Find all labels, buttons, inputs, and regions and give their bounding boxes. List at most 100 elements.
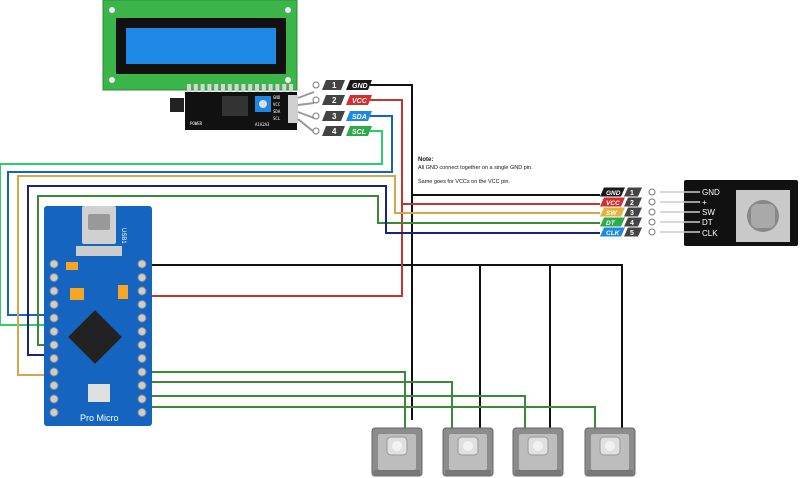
header-pin (200, 84, 205, 96)
header-pin (268, 84, 273, 96)
smd-component (70, 288, 84, 300)
usb-shield (76, 246, 122, 256)
lcd-pin-label: GND (352, 83, 368, 90)
header-hole (49, 273, 59, 282)
encoder-pin-number: 5 (630, 230, 634, 237)
lcd-pin-stubs (297, 91, 315, 133)
header-hole (137, 381, 147, 390)
i2c-pin-label: VCC (273, 102, 281, 107)
smd-component (118, 285, 128, 299)
pin-num-box (624, 207, 642, 217)
encoder-label: SW (702, 208, 715, 217)
wire-vcc-lcd (148, 99, 403, 297)
lcd-pin-label: VCC (352, 98, 368, 105)
header-hole (49, 394, 59, 404)
pin-circle (648, 188, 656, 196)
pin-label-box (600, 227, 625, 237)
header-pin (214, 84, 219, 96)
header-hole (137, 273, 147, 282)
pin-label-box (346, 111, 372, 121)
i2c-pin-label: SCL (273, 116, 281, 121)
crystal (88, 384, 110, 402)
header-hole (137, 367, 147, 377)
i2c-pin-label: GND (273, 95, 281, 100)
header-hole (137, 394, 147, 404)
header-pin (275, 84, 280, 96)
lcd-screen (126, 28, 276, 64)
note-block: Note: All GND connect together on a sing… (418, 157, 533, 185)
header-pin (187, 84, 191, 96)
header-hole (49, 327, 59, 336)
note-line-2: Same goes for VCCs on the VCC pin. (418, 179, 510, 185)
pin-label-box (600, 217, 625, 227)
usb-label: USB1 (120, 228, 126, 244)
header-hole (49, 367, 59, 377)
pro-micro-board: USB1 Pro Micro (44, 206, 152, 426)
lcd-pin-label: SCL (352, 129, 366, 136)
pin-num-box (624, 187, 642, 197)
tactile-button (512, 427, 564, 477)
wire-gnd-promicro (148, 264, 623, 440)
header-pin (282, 84, 287, 96)
smd-component (66, 262, 78, 270)
header-pin (221, 84, 225, 96)
pin-num-box (624, 197, 642, 207)
header-pin (255, 84, 259, 96)
header-pin (227, 84, 232, 96)
pin-label-box (600, 207, 625, 217)
pin-label-box (346, 80, 372, 90)
i2c-chip (222, 96, 248, 116)
wire-btn1 (148, 371, 406, 440)
i2c-addr-label: A1A2A3 (255, 122, 270, 127)
tactile-button (584, 427, 636, 477)
encoder-pin-label: VCC (606, 200, 620, 207)
header-pin (207, 84, 212, 96)
mcu-chip (68, 310, 122, 364)
pro-micro-label: Pro Micro (80, 413, 119, 423)
header-hole (137, 327, 147, 336)
pin-num-box (322, 111, 345, 121)
wire-scl (0, 130, 383, 326)
header-hole (137, 354, 147, 363)
encoder-pin-label: CLK (606, 230, 621, 237)
lcd-module (102, 0, 298, 91)
pin-circle (648, 218, 656, 226)
encoder-label: CLK (702, 229, 718, 238)
encoder-pin-label: GND (606, 190, 621, 197)
header-hole (49, 300, 59, 309)
i2c-backpack: POWER A1A2A3 GND VCC SDA SCL (170, 92, 298, 130)
pin-label-box (600, 197, 625, 207)
encoder-label: DT (702, 218, 713, 227)
pin-num-box (322, 126, 345, 136)
push-buttons (371, 427, 636, 477)
pin-num-box (322, 95, 345, 105)
encoder-label: GND (702, 188, 720, 197)
pin-circle (312, 127, 320, 135)
pin-num-box (624, 227, 642, 237)
note-title: Note: (418, 157, 433, 163)
note-line-1: All GND connect together on a single GND… (418, 165, 533, 171)
header-hole (137, 340, 147, 350)
header-pin (193, 84, 198, 96)
pin-num-box (322, 80, 345, 90)
lcd-pin-number: 2 (332, 96, 337, 105)
header-pin (248, 84, 253, 96)
lcd-pin-number: 3 (332, 112, 337, 121)
pin-circle (648, 228, 656, 236)
pin-circle (648, 208, 656, 216)
lcd-header-pins (187, 84, 293, 96)
encoder-label: + (702, 198, 707, 207)
tactile-button (442, 427, 494, 477)
pin-circle (312, 112, 320, 120)
lcd-pin-label: SDA (352, 114, 367, 121)
pin-label-box (346, 126, 372, 136)
encoder-pin-number: 1 (630, 190, 634, 197)
header-pin (241, 84, 246, 96)
i2c-pin-label: SDA (273, 109, 281, 114)
tactile-button (371, 427, 423, 477)
header-hole (137, 286, 147, 296)
encoder-pin-number: 4 (630, 220, 634, 227)
